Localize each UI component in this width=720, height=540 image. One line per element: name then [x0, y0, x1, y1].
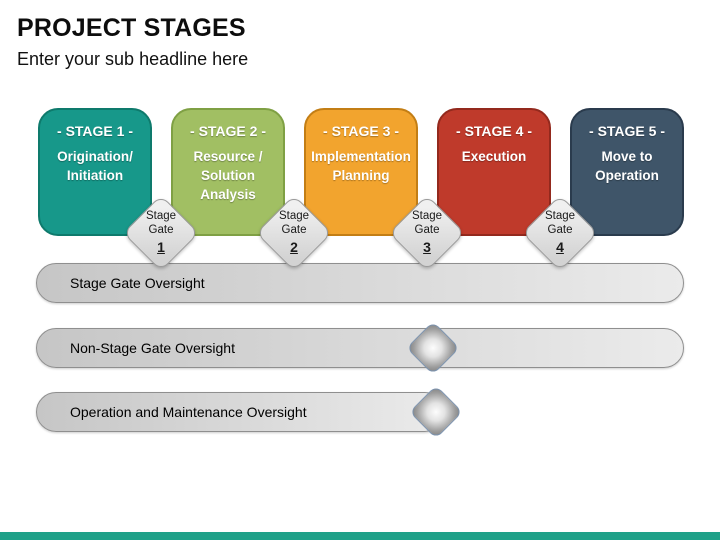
stage-5-description: Move to Operation	[595, 149, 659, 184]
stage-box-2: - STAGE 2 - Resource / Solution Analysis	[171, 108, 285, 236]
stage-gate-3-label: Stage Gate	[411, 210, 443, 237]
stage-2-header: - STAGE 2 -	[190, 123, 266, 139]
stage-4-header: - STAGE 4 -	[456, 123, 532, 139]
stage-box-1: - STAGE 1 - Origination/ Initiation	[38, 108, 152, 236]
stage-gate-2-label: Stage Gate	[278, 210, 310, 237]
non-stage-gate-oversight-label: Non-Stage Gate Oversight	[70, 340, 235, 356]
stage-3-header: - STAGE 3 -	[323, 123, 399, 139]
page-subtitle: Enter your sub headline here	[17, 49, 249, 69]
stage-3-description: Implementation Planning	[311, 149, 411, 184]
page-title: PROJECT STAGES	[17, 14, 246, 42]
stage-box-4: - STAGE 4 - Execution	[437, 108, 551, 236]
stage-gate-4-label: Stage Gate	[544, 210, 576, 237]
stage-gate-1-number: 1	[157, 238, 165, 255]
stage-gate-4-number: 4	[556, 238, 564, 255]
stage-2-description: Resource / Solution Analysis	[193, 149, 263, 203]
stage-gate-oversight-label: Stage Gate Oversight	[70, 275, 205, 291]
footer-accent-bar	[0, 532, 720, 540]
stage-gate-3-number: 3	[423, 238, 431, 255]
stage-1-description: Origination/ Initiation	[57, 149, 133, 184]
stage-gate-oversight-bar: Stage Gate Oversight	[36, 263, 684, 303]
non-stage-gate-oversight-bar: Non-Stage Gate Oversight	[36, 328, 684, 368]
stage-4-description: Execution	[461, 149, 527, 164]
stage-1-header: - STAGE 1 -	[57, 123, 133, 139]
operation-maintenance-oversight-bar: Operation and Maintenance Oversight	[36, 392, 445, 432]
stage-box-3: - STAGE 3 - Implementation Planning	[304, 108, 418, 236]
stage-gate-2-number: 2	[290, 238, 298, 255]
stage-5-header: - STAGE 5 -	[589, 123, 665, 139]
stage-gate-1-label: Stage Gate	[145, 210, 177, 237]
operation-maintenance-oversight-label: Operation and Maintenance Oversight	[70, 404, 307, 420]
stage-box-5: - STAGE 5 - Move to Operation	[570, 108, 684, 236]
